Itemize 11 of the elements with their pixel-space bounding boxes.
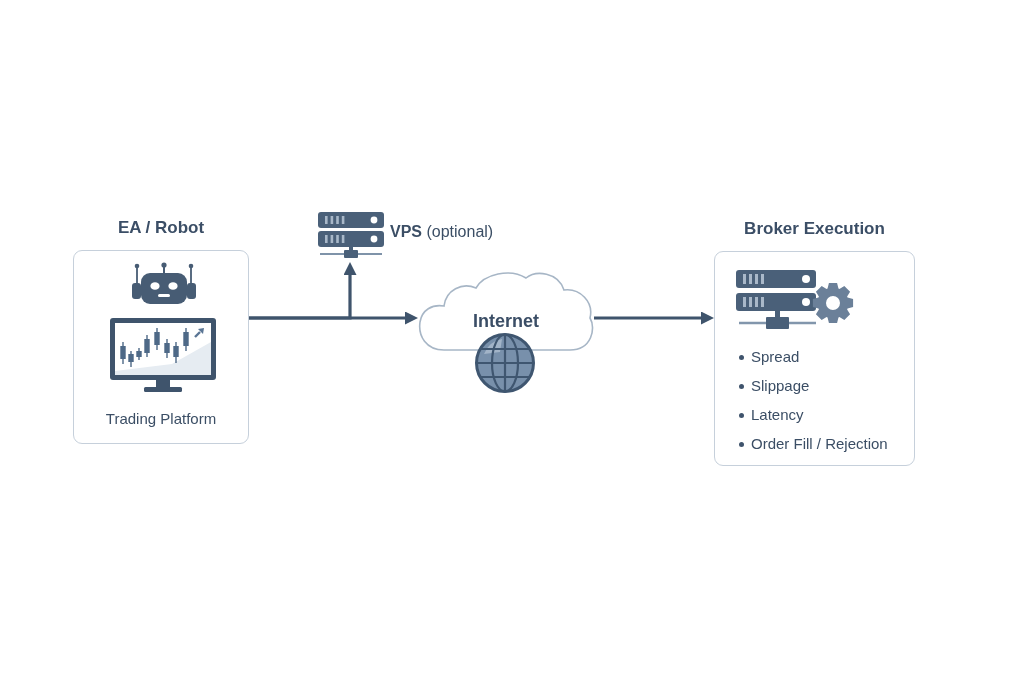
arrow bbox=[249, 262, 357, 320]
panel-heading: EA / Robot bbox=[117, 218, 205, 238]
list-item: Slippage bbox=[751, 377, 810, 395]
list-item: Spread bbox=[751, 348, 800, 366]
list-item: Order Fill / Rejection bbox=[751, 435, 888, 453]
arrow bbox=[594, 311, 714, 325]
list-item: Latency bbox=[751, 406, 804, 424]
cloud-label: Internet bbox=[473, 311, 539, 331]
panel-heading: Broker Execution bbox=[744, 219, 885, 239]
panel-text: Trading Platform bbox=[105, 410, 217, 428]
server-label: VPS (optional) bbox=[390, 223, 494, 241]
